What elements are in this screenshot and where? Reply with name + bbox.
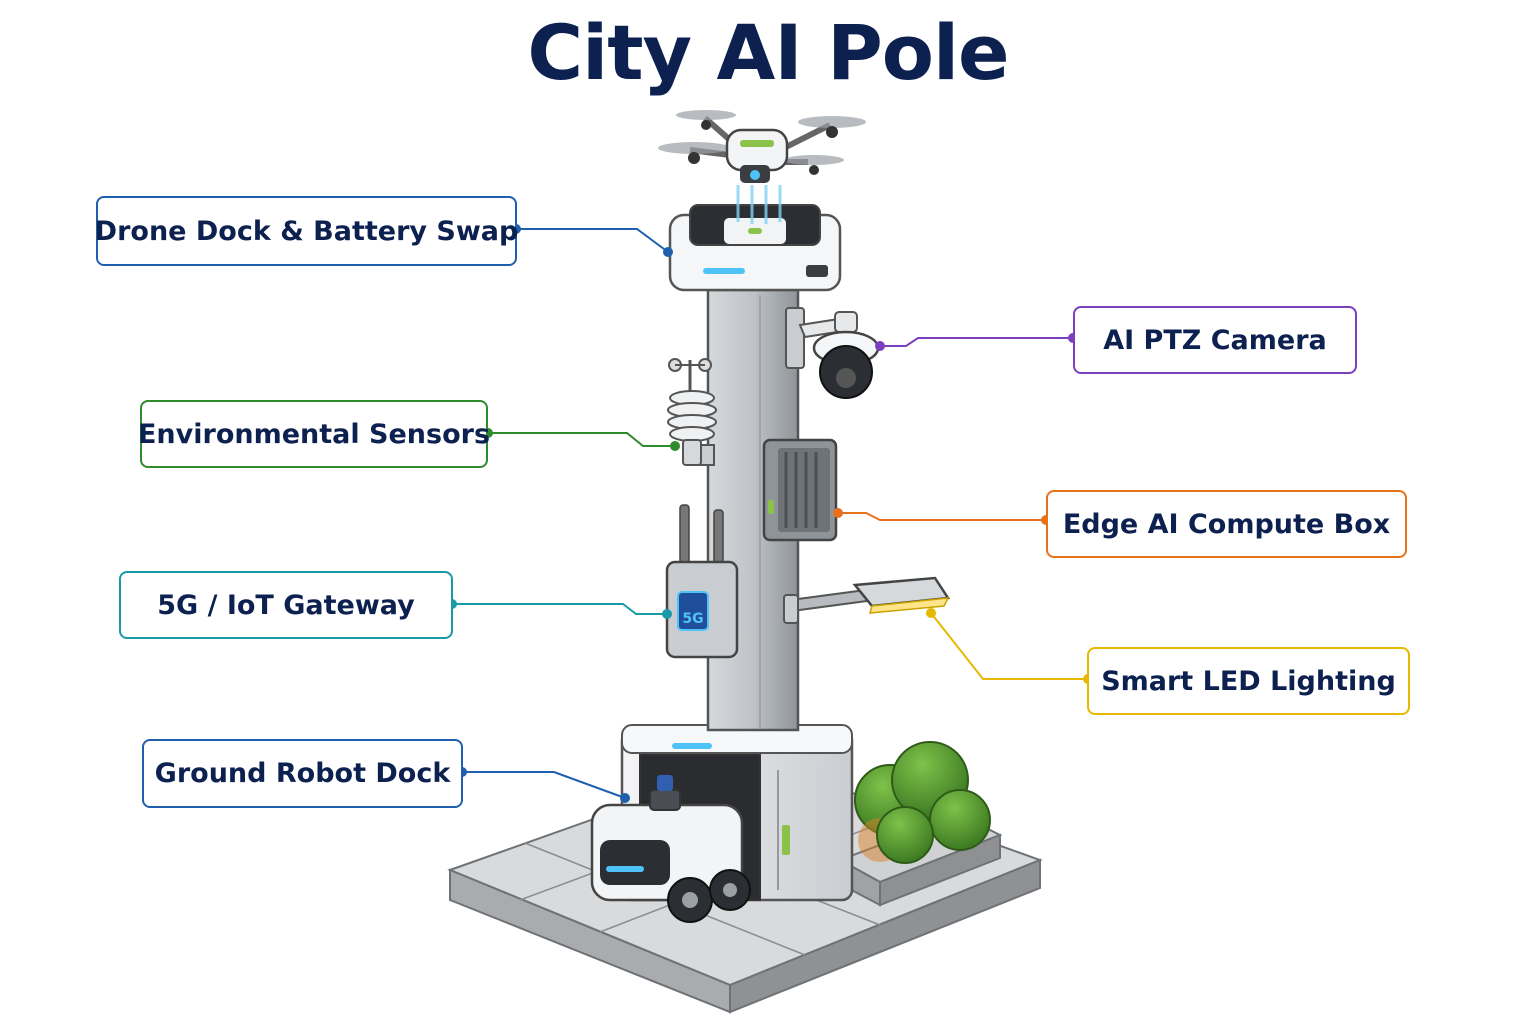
drone-dock	[668, 204, 842, 292]
ptz-camera	[785, 307, 880, 399]
charging-beams	[736, 185, 782, 224]
callout-robot-dock: Ground Robot Dock	[142, 739, 463, 808]
street-light	[783, 576, 951, 624]
edge-ai-box	[762, 438, 838, 542]
callout-iot-gateway: 5G / IoT Gateway	[119, 571, 453, 639]
ground-robot	[590, 775, 751, 923]
callout-environmental-sensors: Environmental Sensors	[138, 400, 490, 468]
callout-ptz-camera: AI PTZ Camera	[1073, 306, 1357, 374]
page-title: City AI Pole	[527, 8, 1009, 97]
iot-gateway: 5G	[665, 504, 739, 659]
environmental-sensors	[667, 358, 717, 466]
leader-lines	[452, 228, 1088, 799]
gateway-5g-badge: 5G	[682, 611, 703, 627]
callout-drone-dock: Drone Dock & Battery Swap	[95, 196, 518, 266]
callout-edge-ai-box: Edge AI Compute Box	[1046, 490, 1407, 558]
drone	[658, 110, 866, 183]
callout-led-lighting: Smart LED Lighting	[1087, 647, 1410, 715]
